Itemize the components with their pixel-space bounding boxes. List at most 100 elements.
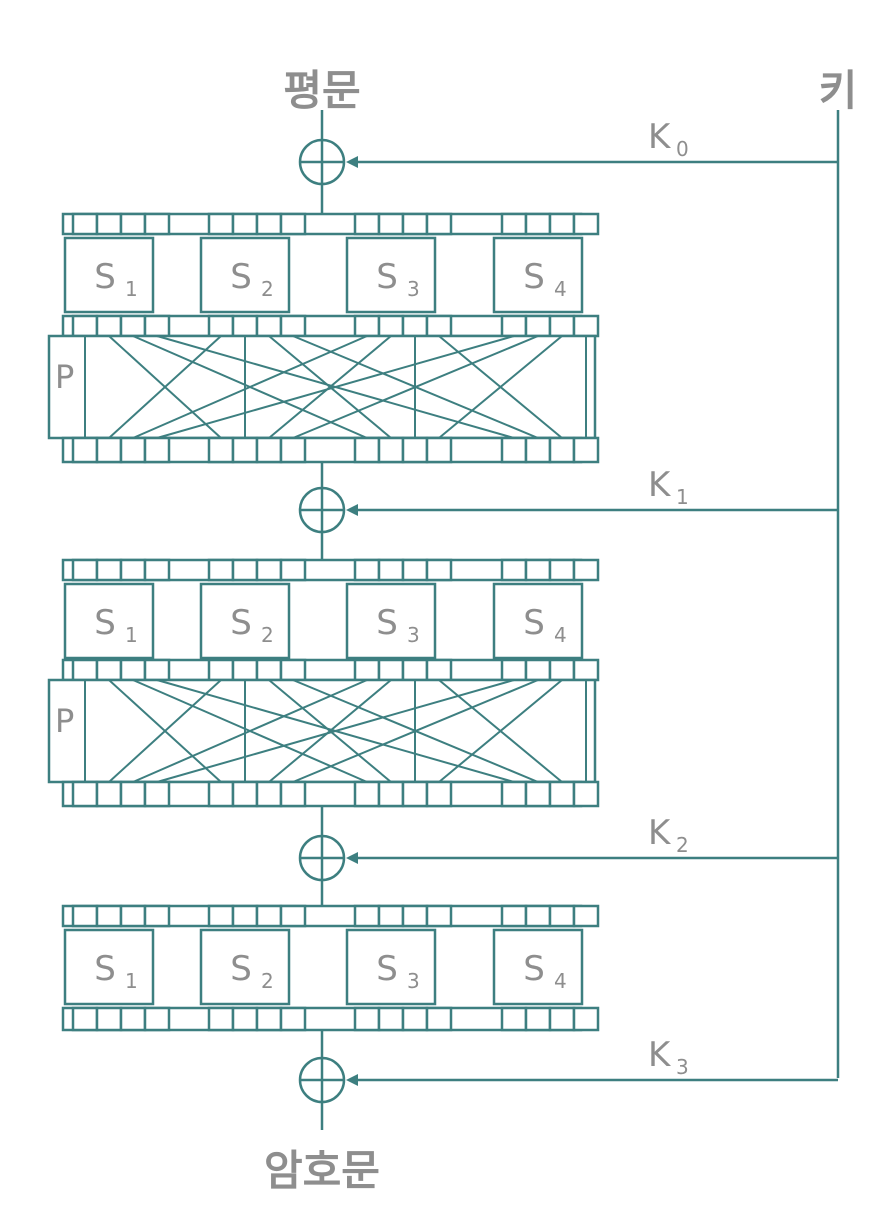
bit-cell: [500, 1006, 528, 1032]
bit-cell: [425, 314, 453, 338]
bit-strip-in-3: [61, 904, 600, 928]
permutation-wire: [268, 679, 392, 783]
bit-cell: [500, 780, 528, 808]
bit-cell: [572, 658, 600, 682]
key-arrowhead: [346, 156, 358, 168]
permutation-label: P: [55, 702, 74, 740]
bit-cell: [377, 780, 405, 808]
bit-cell: [255, 436, 283, 464]
bit-cell: [401, 658, 429, 682]
bit-cell: [119, 780, 147, 808]
bit-cell: [353, 780, 381, 808]
bit-cell: [207, 212, 235, 236]
round-key-label: K: [648, 117, 672, 157]
bit-cell: [377, 1006, 405, 1032]
sbox-label: S: [230, 257, 252, 297]
sbox-3: [345, 582, 437, 660]
permutation-wire: [156, 335, 515, 439]
sbox-2: [199, 582, 291, 660]
bit-cell: [95, 314, 123, 338]
sbox-label: S: [376, 949, 398, 989]
sbox-4: [492, 582, 584, 660]
bit-cell: [572, 558, 600, 582]
bit-cell: [425, 780, 453, 808]
ciphertext-label: 암호문: [264, 1146, 380, 1195]
bit-cell: [143, 558, 171, 582]
bit-cell: [95, 436, 123, 464]
round-key-label: K: [648, 813, 672, 853]
bit-cell: [425, 212, 453, 236]
sbox-subscript: 1: [125, 623, 138, 647]
bit-cell: [279, 1006, 307, 1032]
bit-cell: [255, 904, 283, 928]
xor-node-0: [298, 138, 346, 186]
bit-cell: [95, 780, 123, 808]
sbox-subscript: 3: [407, 623, 420, 647]
bit-cell: [231, 558, 259, 582]
bit-cell: [548, 1006, 576, 1032]
sbox-label: S: [94, 949, 116, 989]
bit-cell: [377, 212, 405, 236]
bit-cell: [71, 658, 99, 682]
bit-strip-mid-1: [61, 314, 600, 338]
sbox-subscript: 2: [261, 623, 274, 647]
bit-strip-out-3: [61, 1006, 600, 1032]
bit-cell: [95, 904, 123, 928]
bit-cell: [207, 780, 235, 808]
permutation-2: P: [47, 678, 597, 784]
bit-cell: [255, 314, 283, 338]
bit-cell: [207, 658, 235, 682]
bit-cell: [524, 780, 552, 808]
bit-cell: [279, 780, 307, 808]
bit-cell: [353, 436, 381, 464]
key-arrowhead: [346, 504, 358, 516]
permutation-box: [47, 334, 597, 440]
sbox-2: [199, 928, 291, 1006]
bit-cell: [119, 658, 147, 682]
bit-cell: [524, 904, 552, 928]
bit-cell: [279, 314, 307, 338]
bit-cell: [143, 436, 171, 464]
bit-cell: [231, 658, 259, 682]
sbox-label: S: [376, 257, 398, 297]
bit-cell: [279, 904, 307, 928]
bit-cell: [572, 1006, 600, 1032]
bit-cell: [95, 658, 123, 682]
bit-cell: [207, 558, 235, 582]
bit-cell: [231, 314, 259, 338]
permutation-box: [47, 678, 597, 784]
bit-cell: [524, 558, 552, 582]
round-key-subscript: 1: [676, 485, 689, 509]
bit-cell: [255, 558, 283, 582]
bit-cell: [401, 436, 429, 464]
bit-cell: [572, 904, 600, 928]
bit-cell: [401, 904, 429, 928]
permutation-wire: [438, 679, 563, 783]
bit-cell: [401, 780, 429, 808]
bit-cell: [524, 1006, 552, 1032]
permutation-wire: [292, 335, 539, 439]
sbox-label: S: [376, 603, 398, 643]
bit-cell: [377, 558, 405, 582]
round-key-subscript: 0: [676, 137, 689, 161]
bit-cell: [353, 1006, 381, 1032]
bit-cell: [548, 780, 576, 808]
sbox-label: S: [94, 603, 116, 643]
bit-cell: [548, 904, 576, 928]
bit-strip-out-1: [61, 436, 600, 464]
bit-cell: [279, 658, 307, 682]
bit-cell: [572, 314, 600, 338]
permutation-wire: [108, 335, 222, 439]
bit-cell: [425, 558, 453, 582]
plaintext-label: 평문: [283, 66, 360, 115]
bit-cell: [524, 658, 552, 682]
bit-cell: [353, 212, 381, 236]
bit-cell: [548, 436, 576, 464]
bit-cell: [95, 212, 123, 236]
sbox-subscript: 4: [554, 969, 567, 993]
bit-cell: [207, 436, 235, 464]
